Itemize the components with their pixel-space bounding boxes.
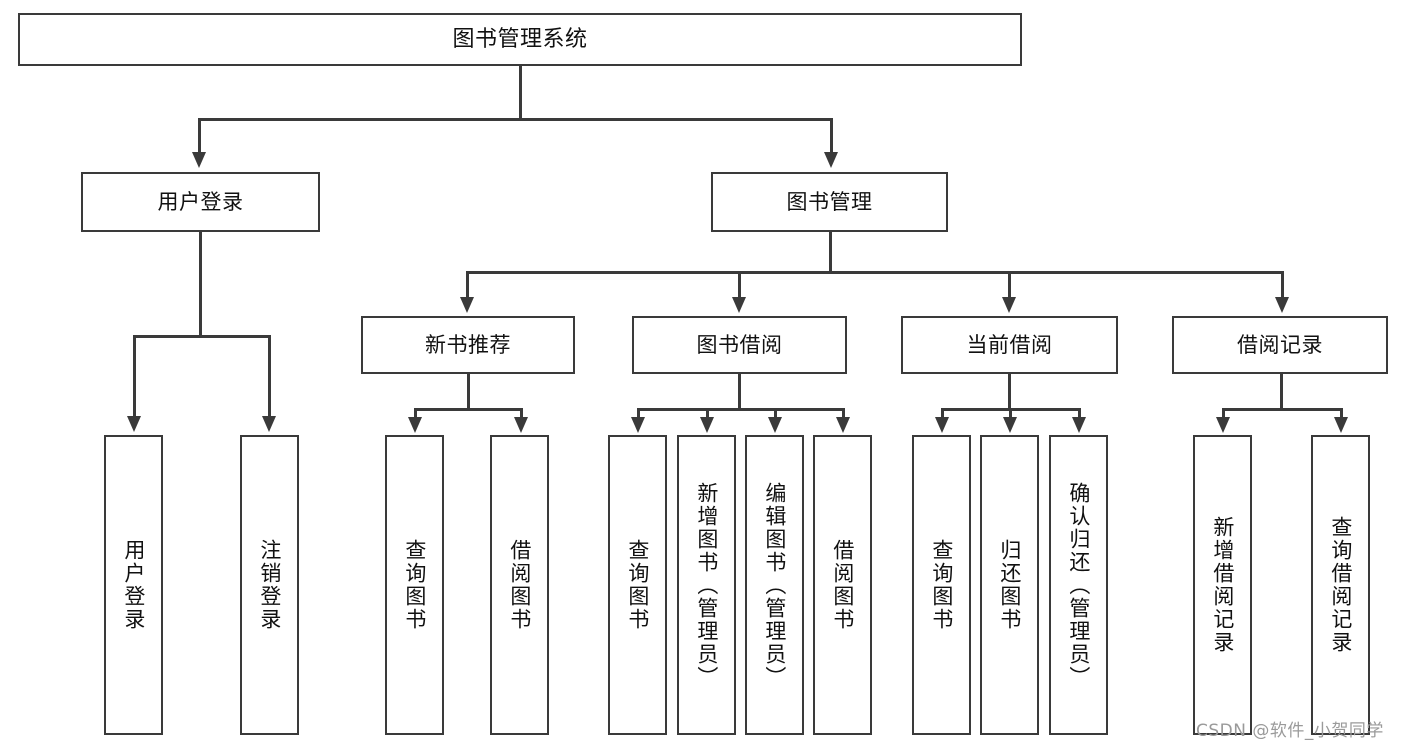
arrowhead-bb-to-leaf-1 [631,417,645,433]
leaf-bb-edit-book-admin[interactable]: 编辑图书（管理员） [745,435,804,735]
leaf-label: 编辑图书（管理员） [762,481,787,689]
connector-book-management-bus [466,271,1284,274]
connector-book-management-stem [829,232,832,271]
connector-br-to-leaf-1 [1222,408,1225,420]
arrowhead-nbr-to-leaf-2 [514,417,528,433]
leaf-label: 新增图书（管理员） [694,481,719,689]
node-label: 用户登录 [157,189,244,214]
connector-cb-to-leaf-1 [941,408,944,420]
connector-root-to-user-login [198,118,201,156]
leaf-nbr-query-book[interactable]: 查询图书 [385,435,444,735]
leaf-label: 借阅图书 [830,539,855,631]
arrowhead-nbr-to-leaf-1 [408,417,422,433]
leaf-label: 查询图书 [402,539,427,631]
connector-cb-to-leaf-2 [1009,408,1012,420]
leaf-bb-query-book[interactable]: 查询图书 [608,435,667,735]
leaf-br-query-record[interactable]: 查询借阅记录 [1311,435,1370,735]
connector-nbr-bus [414,408,522,411]
connector-bb-to-leaf-2 [706,408,709,420]
leaf-br-add-record[interactable]: 新增借阅记录 [1193,435,1252,735]
connector-bb-bus [637,408,844,411]
leaf-label: 用户登录 [121,539,146,631]
node-book-management[interactable]: 图书管理 [711,172,948,232]
arrowhead-cb-to-leaf-2 [1003,417,1017,433]
leaf-label: 查询图书 [929,539,954,631]
connector-br-to-leaf-2 [1340,408,1343,420]
node-label: 当前借阅 [966,332,1053,357]
watermark-text: CSDN @软件_小贺同学 [1196,721,1384,741]
leaf-cb-return-book[interactable]: 归还图书 [980,435,1039,735]
connector-user-login-to-leaf-2 [268,335,271,419]
arrowhead-bm-to-borrow-record [1275,297,1289,313]
connector-br-stem [1280,374,1283,408]
connector-user-login-stem [199,232,202,335]
arrowhead-br-to-leaf-2 [1334,417,1348,433]
arrowhead-br-to-leaf-1 [1216,417,1230,433]
leaf-label: 借阅图书 [507,539,532,631]
leaf-cb-confirm-return-admin[interactable]: 确认归还（管理员） [1049,435,1108,735]
leaf-logout[interactable]: 注销登录 [240,435,299,735]
arrowhead-cb-to-leaf-3 [1072,417,1086,433]
leaf-label: 确认归还（管理员） [1066,481,1091,689]
connector-nbr-to-leaf-1 [414,408,417,420]
node-borrow-record[interactable]: 借阅记录 [1172,316,1388,374]
connector-bb-to-leaf-1 [637,408,640,420]
connector-br-bus [1222,408,1342,411]
node-book-borrow[interactable]: 图书借阅 [632,316,847,374]
node-label: 图书管理系统 [452,26,588,52]
connector-bb-to-leaf-3 [774,408,777,420]
leaf-cb-query-book[interactable]: 查询图书 [912,435,971,735]
connector-bb-to-leaf-4 [842,408,845,420]
arrowhead-bb-to-leaf-2 [700,417,714,433]
arrowhead-bm-to-book-borrow [732,297,746,313]
connector-root-to-book-management [830,118,833,156]
connector-bm-to-borrow-record [1281,271,1284,300]
arrowhead-bm-to-new-book [460,297,474,313]
node-label: 新书推荐 [425,332,511,357]
connector-bm-to-book-borrow [738,271,741,300]
arrowhead-bb-to-leaf-4 [836,417,850,433]
arrowhead-user-login-to-leaf-1 [127,416,141,432]
node-current-borrow[interactable]: 当前借阅 [901,316,1118,374]
arrowhead-root-to-book-management [824,152,838,168]
connector-root-bus [198,118,832,121]
connector-nbr-to-leaf-2 [520,408,523,420]
leaf-nbr-borrow-book[interactable]: 借阅图书 [490,435,549,735]
node-label: 借阅记录 [1237,332,1323,357]
leaf-bb-add-book-admin[interactable]: 新增图书（管理员） [677,435,736,735]
connector-bm-to-current-borrow [1008,271,1011,300]
node-label: 图书管理 [786,189,873,214]
arrowhead-bb-to-leaf-3 [768,417,782,433]
connector-cb-to-leaf-3 [1078,408,1081,420]
leaf-user-login[interactable]: 用户登录 [104,435,163,735]
leaf-label: 新增借阅记录 [1210,516,1235,654]
node-label: 图书借阅 [696,332,783,357]
node-new-book-recommend[interactable]: 新书推荐 [361,316,575,374]
connector-cb-stem [1008,374,1011,408]
node-root-book-management-system[interactable]: 图书管理系统 [18,13,1022,66]
leaf-label: 查询图书 [625,539,650,631]
arrowhead-bm-to-current-borrow [1002,297,1016,313]
leaf-label: 注销登录 [257,539,282,631]
leaf-label: 归还图书 [997,539,1022,631]
connector-user-login-to-leaf-1 [133,335,136,419]
leaf-label: 查询借阅记录 [1328,516,1353,654]
arrowhead-root-to-user-login [192,152,206,168]
connector-bb-stem [738,374,741,408]
arrowhead-cb-to-leaf-1 [935,417,949,433]
leaf-bb-borrow-book[interactable]: 借阅图书 [813,435,872,735]
connector-nbr-stem [467,374,470,408]
connector-root-stem [519,66,522,118]
arrowhead-user-login-to-leaf-2 [262,416,276,432]
connector-user-login-bus [133,335,270,338]
node-user-login[interactable]: 用户登录 [81,172,320,232]
connector-bm-to-new-book [466,271,469,300]
